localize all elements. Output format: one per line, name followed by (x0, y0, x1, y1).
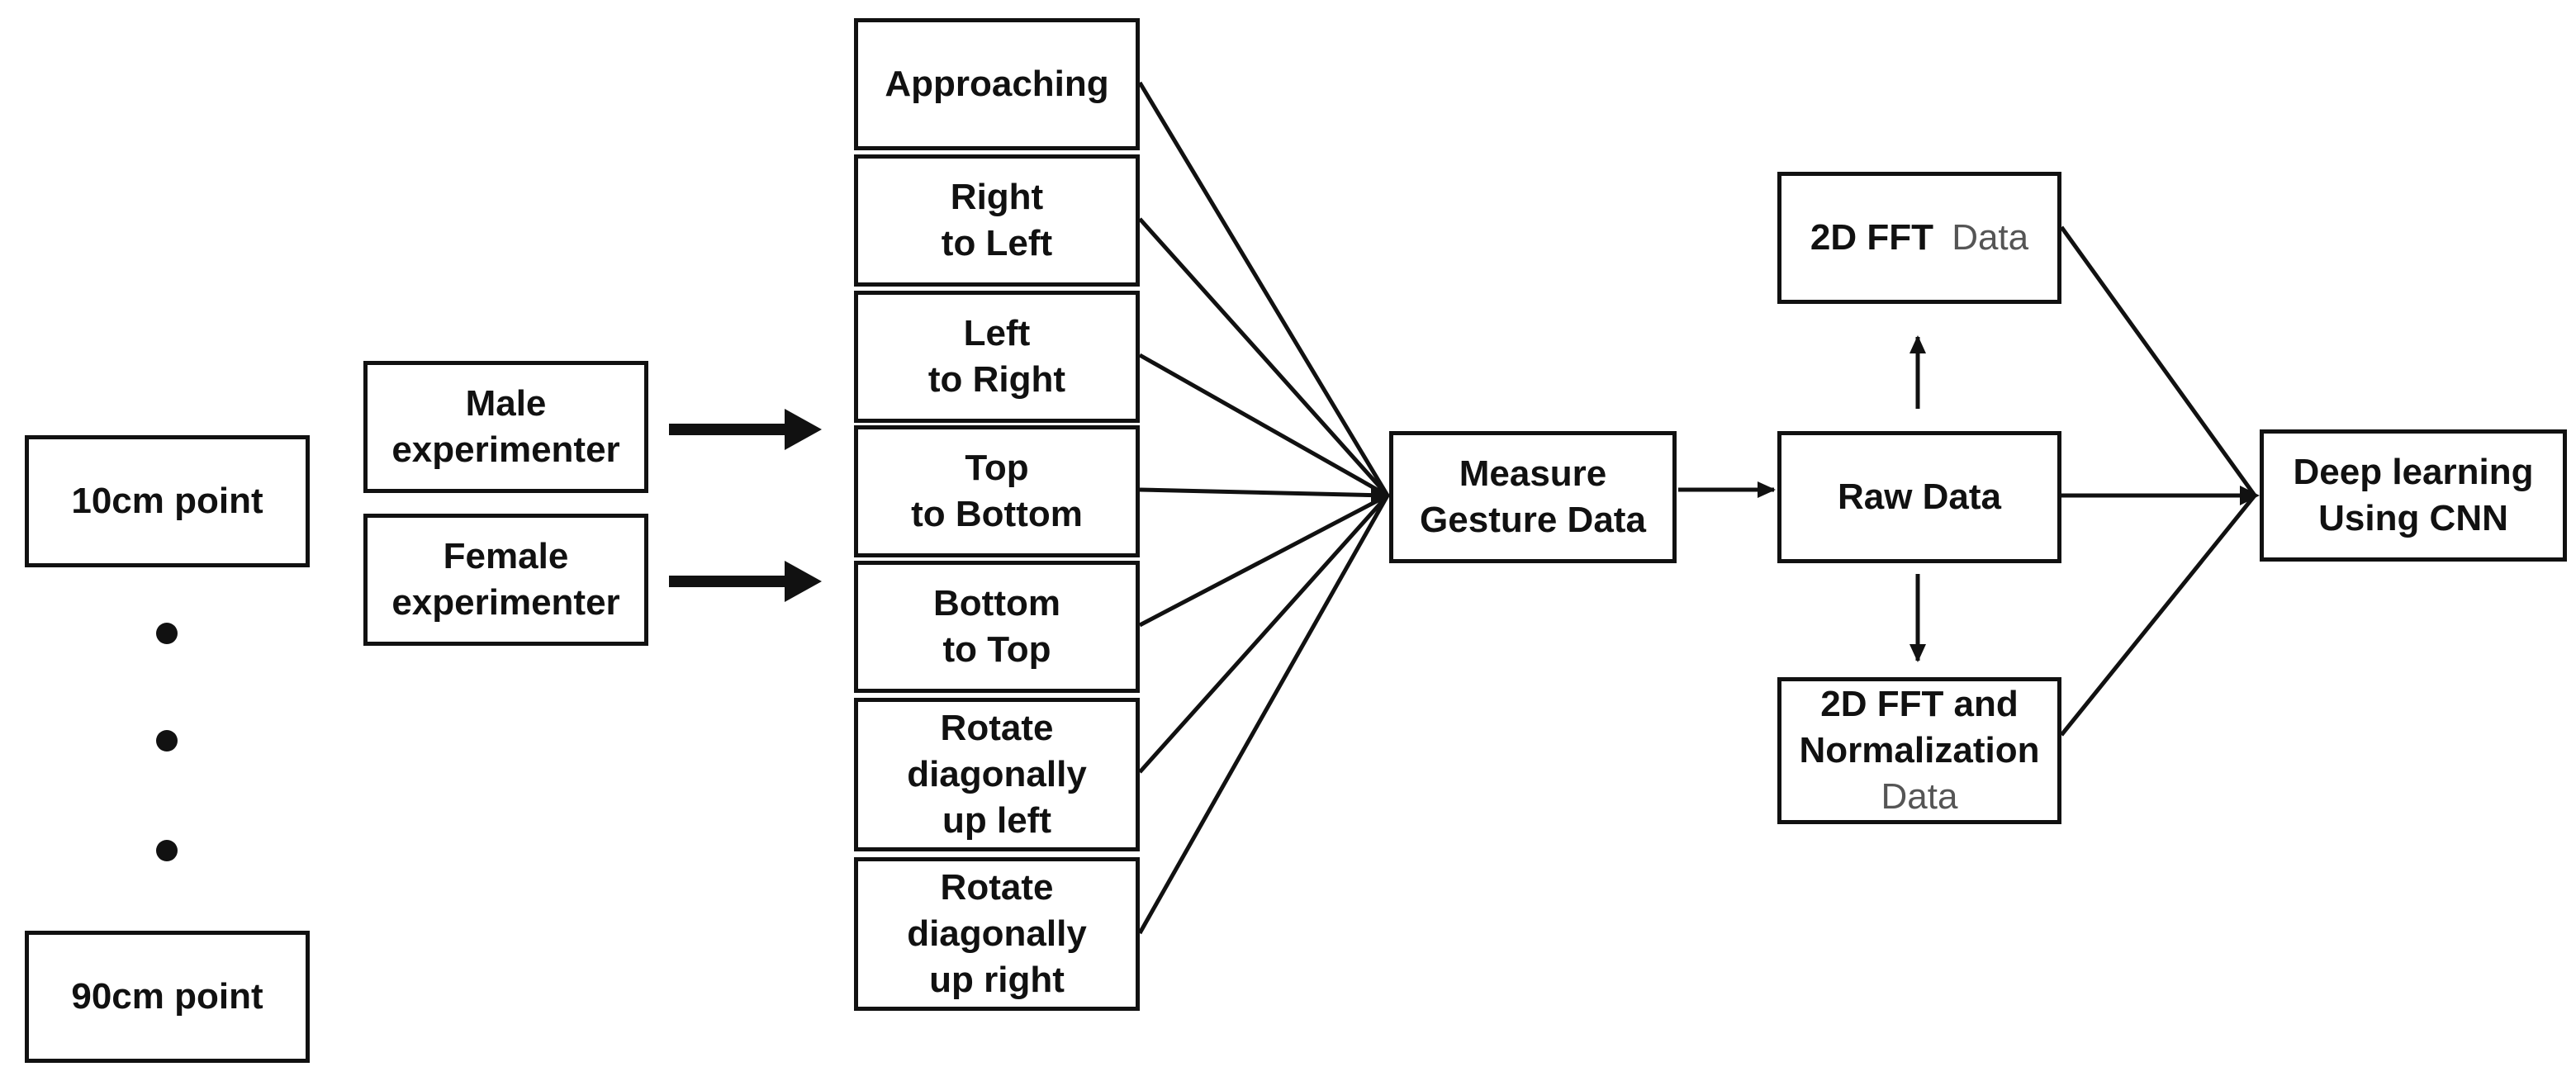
ellipsis-dot-2 (156, 730, 178, 751)
gesture-label: Top (965, 448, 1029, 488)
distance-10cm-label: 10cm point (71, 481, 263, 521)
gesture-rotate-up-left-box: Rotate diagonally up left (854, 698, 1140, 851)
distance-90cm-label: 90cm point (71, 976, 263, 1017)
gesture-approaching-box: Approaching (854, 18, 1140, 150)
gesture-label: up left (942, 800, 1051, 841)
raw-data-label: Raw Data (1837, 476, 2002, 517)
gesture-top-to-bottom-box: Top to Bottom (854, 425, 1140, 557)
gesture-label: to Bottom (911, 494, 1083, 534)
experimenter-arrows (669, 409, 822, 602)
gesture-connectors (1137, 81, 1390, 935)
measure-label-line2: Gesture Data (1420, 500, 1646, 540)
deep-label-line1: Deep learning (2293, 452, 2534, 492)
fft-norm-line3: Data (1881, 776, 1958, 817)
deep-label-line2: Using CNN (2318, 498, 2508, 538)
female-label-line2: experimenter (391, 582, 620, 623)
fft-norm-line1: 2D FFT and (1820, 684, 2019, 724)
gesture-label: Bottom (933, 583, 1060, 623)
raw-data-box: Raw Data (1777, 431, 2061, 563)
measure-gesture-data-box: Measure Gesture Data (1389, 431, 1677, 563)
fft-suffix-text: Data (1952, 217, 2029, 258)
fft-normalization-box: 2D FFT and Normalization Data (1777, 677, 2061, 824)
gesture-label: Rotate (940, 867, 1054, 908)
distance-10cm-box: 10cm point (25, 435, 310, 567)
gesture-left-to-right-box: Left to Right (854, 291, 1140, 423)
male-label-line2: experimenter (391, 429, 620, 470)
gesture-label: Right (950, 177, 1044, 217)
gesture-bottom-to-top-box: Bottom to Top (854, 561, 1140, 693)
gesture-right-to-left-box: Right to Left (854, 154, 1140, 287)
gesture-label: Rotate (940, 708, 1054, 748)
gesture-label: to Right (927, 359, 1066, 400)
gesture-label: diagonally (907, 754, 1087, 794)
deep-learning-cnn-box: Deep learning Using CNN (2260, 429, 2567, 562)
deep-connectors (2059, 225, 2257, 737)
fft-label: 2D FFT Data (1810, 215, 2028, 261)
gesture-rotate-up-right-box: Rotate diagonally up right (854, 857, 1140, 1011)
gesture-label: to Left (941, 223, 1053, 263)
fft-norm-line2: Normalization (1799, 730, 2040, 770)
female-experimenter-box: Female experimenter (363, 514, 648, 646)
gesture-label: to Top (942, 629, 1051, 670)
fft-main-text: 2D FFT (1810, 217, 1933, 258)
gesture-label: Approaching (885, 64, 1109, 104)
fft-data-box: 2D FFT Data (1777, 172, 2061, 304)
ellipsis-dot-1 (156, 623, 178, 644)
gesture-label: diagonally (907, 913, 1087, 954)
female-label-line1: Female (443, 536, 569, 576)
male-experimenter-box: Male experimenter (363, 361, 648, 493)
distance-90cm-box: 90cm point (25, 931, 310, 1063)
ellipsis-dot-3 (156, 840, 178, 861)
male-label-line1: Male (465, 383, 547, 424)
gesture-label: up right (929, 960, 1065, 1000)
gesture-label: Left (963, 313, 1031, 353)
measure-label-line1: Measure (1459, 453, 1607, 494)
